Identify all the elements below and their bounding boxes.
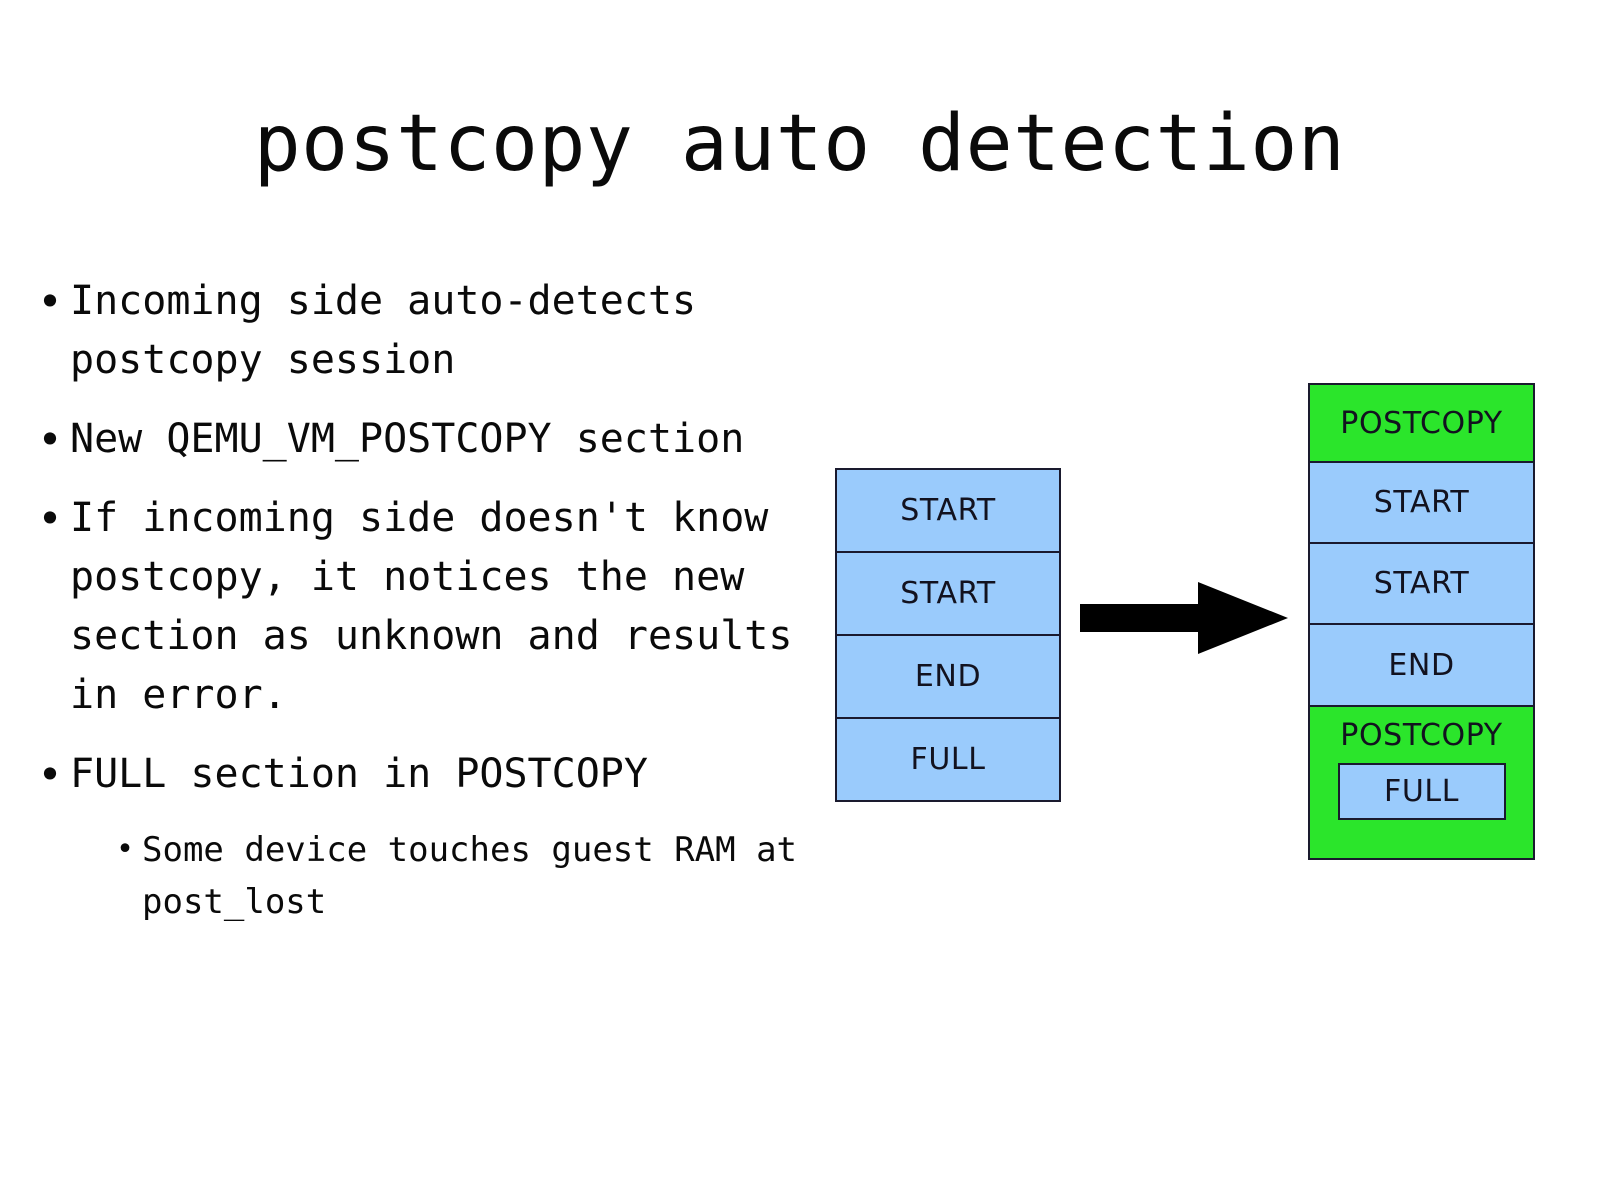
- list-item-text: FULL section in POSTCOPY: [70, 751, 648, 797]
- list-item-text: New QEMU_VM_POSTCOPY section: [70, 416, 745, 462]
- list-item: • Incoming side auto-detects postcopy se…: [30, 272, 820, 390]
- stream-cell: END: [835, 634, 1061, 719]
- stream-cell-with-nested: POSTCOPY FULL: [1308, 705, 1535, 860]
- bullet-marker-icon: •: [37, 415, 63, 464]
- list-item: • If incoming side doesn't know postcopy…: [30, 489, 820, 725]
- stream-cell: END: [1308, 623, 1535, 707]
- original-stream-stack: START START END FULL: [835, 468, 1061, 808]
- thick-right-arrow-icon: [1080, 582, 1288, 654]
- page-title: postcopy auto detection: [253, 99, 1346, 189]
- postcopy-stream-stack: POSTCOPY START START END POSTCOPY FULL: [1308, 383, 1535, 866]
- bullet-list: • Incoming side auto-detects postcopy se…: [30, 272, 820, 940]
- bullet-marker-icon: •: [115, 832, 135, 867]
- bullet-marker-icon: •: [37, 750, 63, 799]
- stream-cell: START: [835, 468, 1061, 553]
- stream-cell: START: [1308, 542, 1535, 625]
- nested-stream-cell: FULL: [1337, 763, 1506, 820]
- list-item: • FULL section in POSTCOPY: [30, 745, 820, 804]
- stream-cell: START: [835, 551, 1061, 636]
- stream-cell: FULL: [835, 717, 1061, 802]
- stream-cell: START: [1308, 461, 1535, 544]
- sub-list-item-text: Some device touches guest RAM at post_lo…: [142, 830, 818, 922]
- list-item: • New QEMU_VM_POSTCOPY section: [30, 410, 820, 469]
- bullet-marker-icon: •: [37, 277, 63, 326]
- stream-cell-label: POSTCOPY: [1340, 718, 1503, 753]
- stream-cell: POSTCOPY: [1308, 383, 1535, 463]
- bullet-marker-icon: •: [37, 494, 63, 543]
- list-item-text: If incoming side doesn't know postcopy, …: [70, 495, 817, 718]
- list-item-text: Incoming side auto-detects postcopy sess…: [70, 278, 721, 383]
- sub-list-item: • Some device touches guest RAM at post_…: [108, 824, 820, 928]
- stream-diagram: START START END FULL POSTCOPY START STAR…: [800, 340, 1590, 900]
